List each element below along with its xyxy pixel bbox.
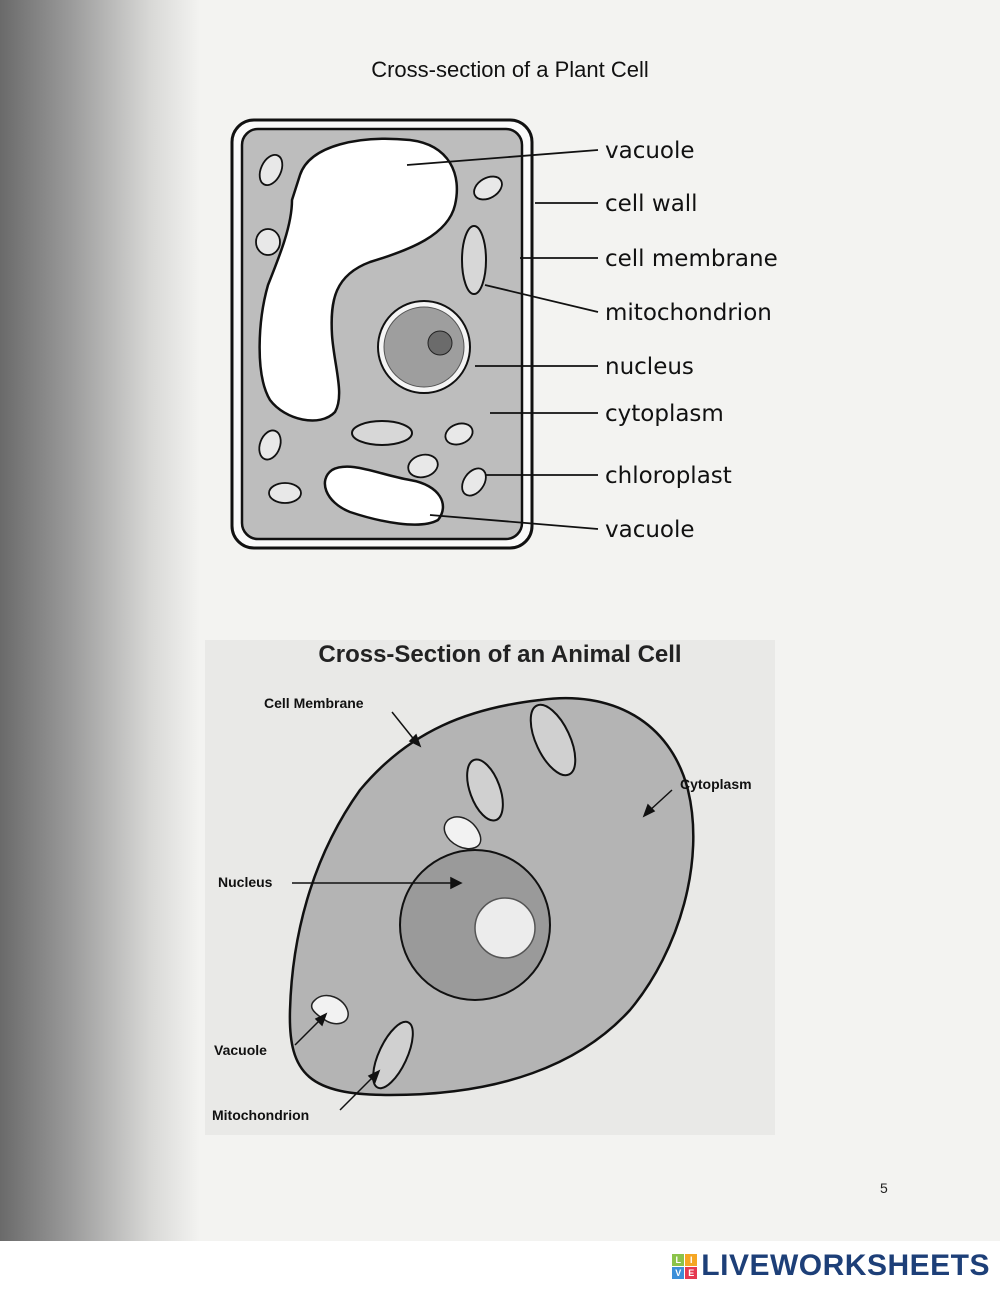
animal-leader-arrows bbox=[292, 711, 673, 1111]
logo-letter: L bbox=[672, 1253, 685, 1266]
label-chloroplast: chloroplast bbox=[605, 463, 732, 489]
logo-letter: E bbox=[685, 1266, 698, 1279]
logo-text: LIVEWORKSHEETS bbox=[701, 1249, 990, 1282]
large-vacuole bbox=[258, 137, 459, 422]
plant-cell-diagram bbox=[230, 118, 599, 550]
book-spine-shadow bbox=[0, 0, 200, 1291]
nucleolus bbox=[427, 330, 453, 356]
plant-cell-title: Cross-section of a Plant Cell bbox=[371, 57, 649, 82]
label-cell-wall: cell wall bbox=[605, 191, 698, 217]
nucleus bbox=[383, 306, 465, 388]
page-number: 5 bbox=[880, 1180, 888, 1196]
chloroplasts bbox=[255, 153, 503, 504]
label-mitochondrion: mitochondrion bbox=[605, 300, 772, 326]
logo-letter: I bbox=[685, 1253, 698, 1266]
liveworksheets-logo[interactable]: L I V E LIVEWORKSHEETS bbox=[672, 1249, 990, 1283]
nucleolus bbox=[474, 897, 536, 959]
label-mitochondrion: Mitochondrion bbox=[212, 1107, 309, 1123]
logo-letter: V bbox=[672, 1266, 685, 1279]
label-nucleus: nucleus bbox=[605, 354, 694, 380]
animal-cell-diagram bbox=[288, 696, 695, 1111]
label-cytoplasm: Cytoplasm bbox=[680, 776, 752, 792]
label-vacuole: Vacuole bbox=[214, 1042, 267, 1058]
small-vacuole bbox=[323, 465, 445, 526]
label-cell-membrane: cell membrane bbox=[605, 246, 778, 272]
mitochondria bbox=[372, 703, 577, 1090]
plant-leader-lines bbox=[406, 149, 599, 530]
label-vacuole-2: vacuole bbox=[605, 517, 695, 543]
label-vacuole: vacuole bbox=[605, 138, 695, 164]
footer: L I V E LIVEWORKSHEETS bbox=[0, 1241, 1000, 1291]
label-cell-membrane: Cell Membrane bbox=[264, 695, 364, 711]
animal-cell-title: Cross-Section of an Animal Cell bbox=[318, 641, 681, 668]
label-cytoplasm: cytoplasm bbox=[605, 401, 724, 427]
label-nucleus: Nucleus bbox=[218, 874, 273, 890]
logo-mark-icon: L I V E bbox=[672, 1253, 698, 1279]
mitochondria bbox=[351, 225, 487, 446]
